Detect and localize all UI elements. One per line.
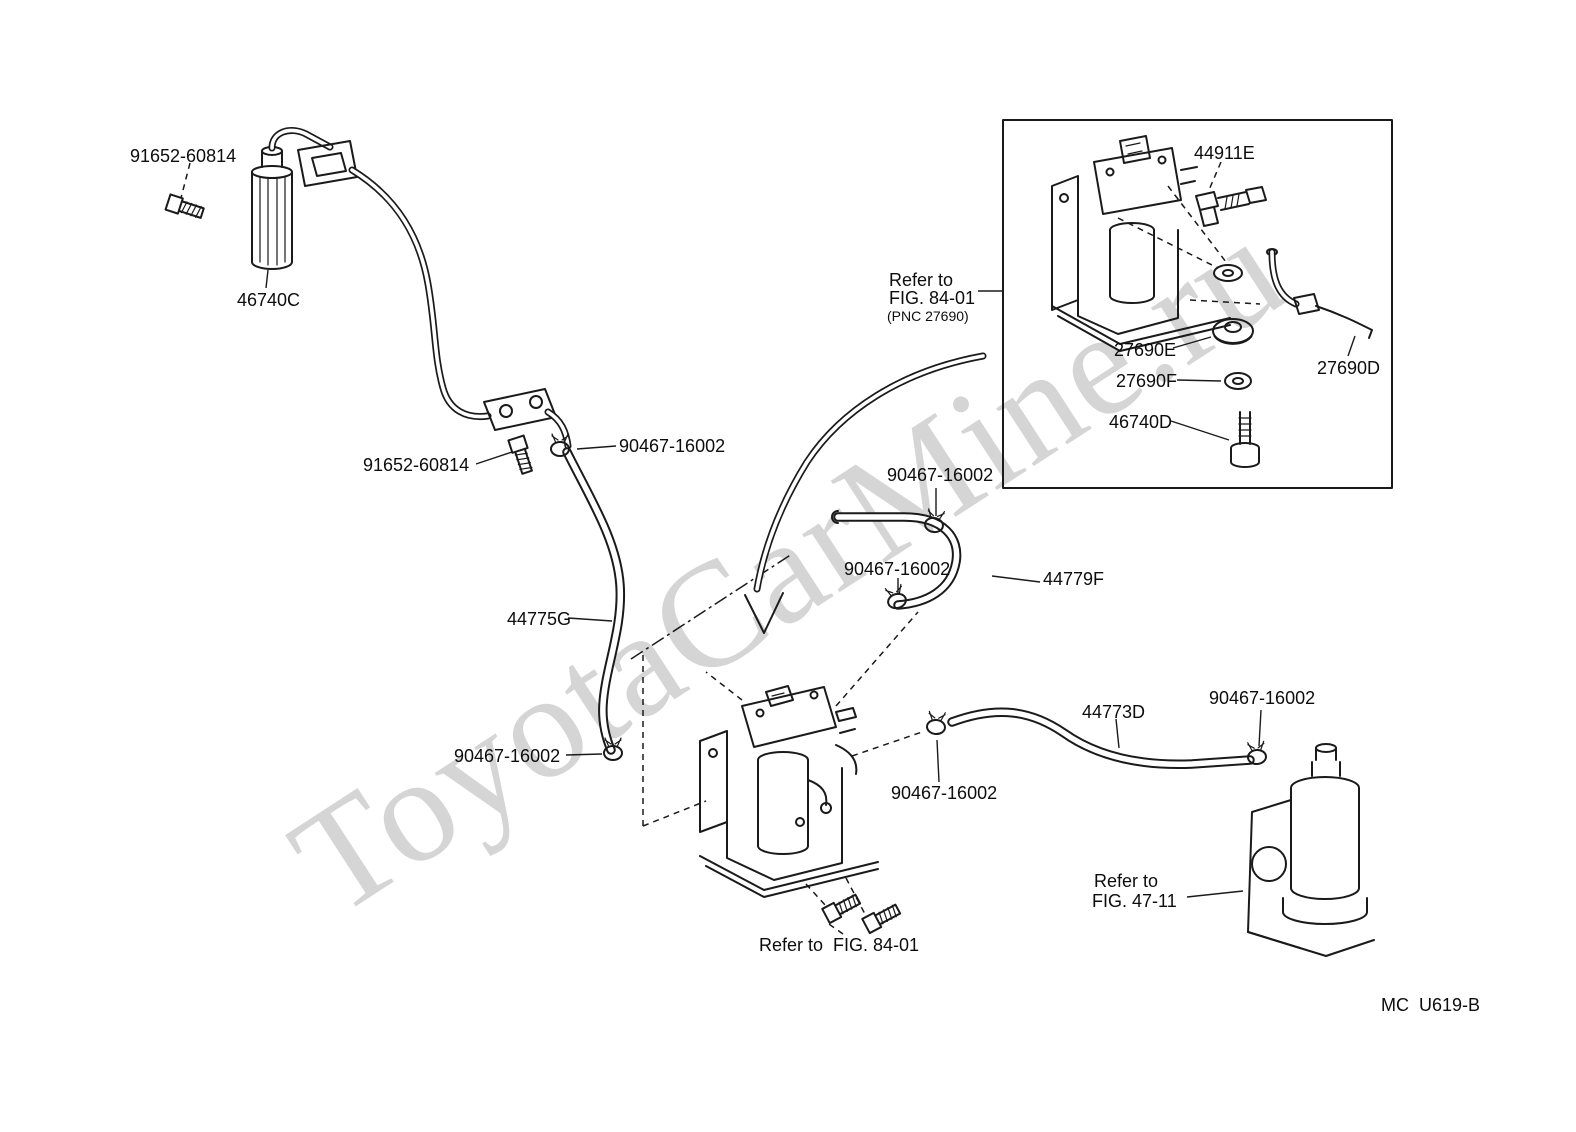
part-label-bolt-46740d: 46740D (1109, 412, 1173, 432)
ref-fig8401-inset-line3: (PNC 27690) (887, 308, 969, 324)
part-label-clamp-d: 90467-16002 (844, 559, 951, 579)
ref-fig8401-inset-line1: Refer to (889, 270, 954, 290)
inset-box (1002, 119, 1393, 489)
part-label-clamp-f: 90467-16002 (891, 783, 998, 803)
ref-fig8401-inset-line2: FIG. 84-01 (889, 288, 976, 308)
pipe-27690d-drawing (1189, 248, 1373, 339)
flow-arrowhead (744, 592, 784, 634)
drawing-code: MC U619-B (1381, 995, 1481, 1015)
part-label-pipe-27690d: 27690D (1317, 358, 1381, 378)
part-label-hose-44773d: 44773D (1082, 702, 1146, 722)
construction-lines (630, 553, 923, 917)
part-label-union-44911e: 44911E (1194, 143, 1255, 163)
part-label-clamp-b: 90467-16002 (454, 746, 561, 766)
part-label-clamp-a: 90467-16002 (619, 436, 726, 456)
canister-fig4711-drawing (1247, 743, 1375, 957)
part-label-clamp-c: 90467-16002 (887, 465, 994, 485)
bolt-91652-60814-mid (507, 434, 536, 476)
part-label-bolt-front: 91652-60814 (130, 146, 237, 166)
grommet-stack-drawing (1117, 185, 1260, 468)
pipe-flange-drawing (483, 388, 557, 431)
part-label-grommet-27690e: 27690E (1114, 340, 1177, 360)
part-label-clamp-e: 90467-16002 (1209, 688, 1316, 708)
part-label-filter-46740c: 46740C (237, 290, 301, 310)
ref-fig8401-bottom: Refer to FIG. 84-01 (759, 935, 920, 955)
union-bolt-44911e-drawing (1195, 186, 1267, 227)
part-label-hose-44779f: 44779F (1043, 569, 1105, 589)
bolt-91652-60814-front (164, 193, 206, 222)
fuel-pump-assembly-drawing (699, 685, 879, 898)
part-label-bolt-mid: 91652-60814 (363, 455, 470, 475)
inset-pump-drawing (1051, 135, 1231, 352)
fuel-filter-46740c-drawing (251, 146, 293, 270)
part-label-hose-44775g: 44775G (507, 609, 572, 629)
ref-fig4711-line1: Refer to (1094, 871, 1159, 891)
part-label-washer-27690f: 27690F (1116, 371, 1178, 391)
leader-lines (180, 161, 1356, 935)
ref-fig4711-line2: FIG. 47-11 (1092, 891, 1177, 911)
